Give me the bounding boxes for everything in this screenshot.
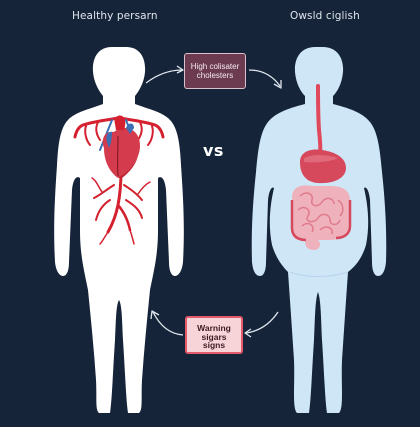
arrow-curved-up-icon xyxy=(150,310,184,336)
warning-signs-box: Warning sigars signs xyxy=(185,316,243,354)
high-cholesterol-box: High colisater cholesters xyxy=(184,53,246,89)
arrow-curved-down-icon xyxy=(248,69,282,89)
heart-illustration xyxy=(102,115,140,178)
warning-signs-line-2: sigars xyxy=(201,331,227,342)
sick-person-title: Owsld ciglish xyxy=(290,10,360,22)
versus-label: vs xyxy=(203,141,224,160)
arrow-curved-left-icon xyxy=(244,311,279,338)
healthy-body-silhouette xyxy=(54,47,184,413)
healthy-person-title: Healthy persarn xyxy=(72,10,158,22)
high-cholesterol-line-2: cholesters xyxy=(196,71,234,80)
warning-signs-line-3: signs xyxy=(202,340,226,350)
digestive-system xyxy=(290,84,352,250)
warning-signs-line-1: Warning xyxy=(197,323,231,333)
arrow-curved-right-icon xyxy=(145,65,184,84)
high-cholesterol-line-1: High colisater xyxy=(190,62,240,71)
